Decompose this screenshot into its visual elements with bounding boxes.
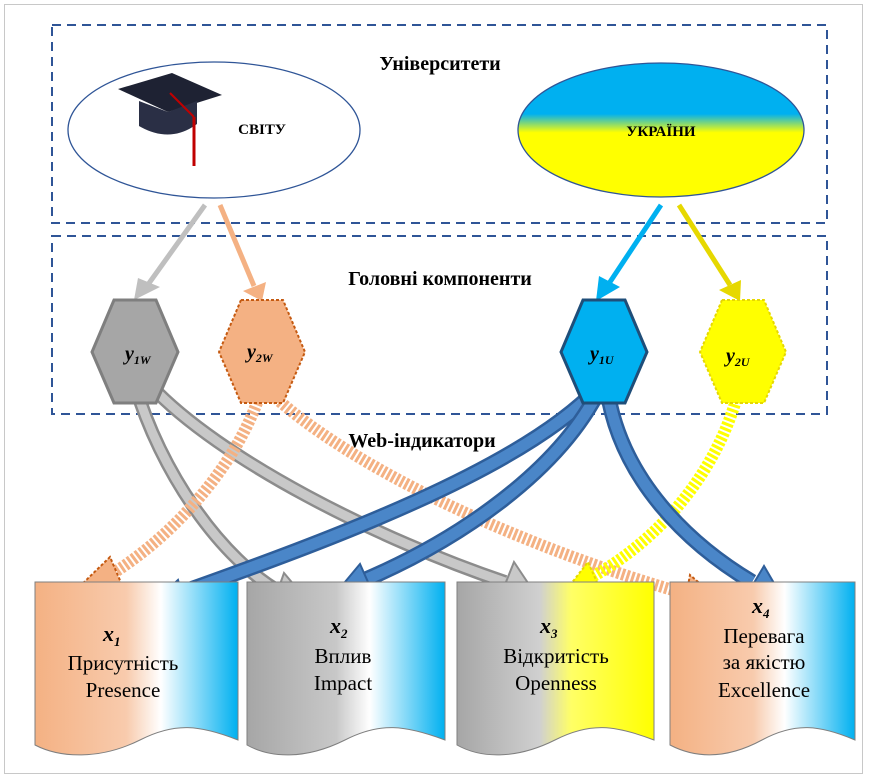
connector-ukraine-y2u-head <box>719 280 741 301</box>
universities-title: Університети <box>379 53 500 75</box>
connector-ukraine-y2u <box>676 203 733 287</box>
ukraine-label: УКРАЇНИ <box>626 124 695 140</box>
svg-text:y2U: y2U <box>724 345 751 369</box>
universities-region <box>51 24 828 224</box>
world-label: СВІТУ <box>238 122 286 138</box>
connector-ukraine-y1u <box>605 203 664 287</box>
indicator-x4: x4 Перевага за якістю Excellence <box>669 581 856 756</box>
svg-text:Вплив: Вплив <box>315 644 372 668</box>
connector-world-y1w <box>144 203 208 288</box>
world-ellipse <box>67 61 361 199</box>
indicators-title: Web-індикатори <box>348 430 495 452</box>
svg-text:Перевага: Перевага <box>723 624 805 648</box>
component-y1w: y1W <box>90 298 180 405</box>
connectors <box>134 203 741 301</box>
svg-text:Openness: Openness <box>515 671 597 695</box>
svg-text:x3: x3 <box>539 613 558 641</box>
component-y1u: y1U <box>559 298 649 405</box>
components-region <box>51 235 828 415</box>
connector-world-y1w-head <box>134 278 160 300</box>
indicator-x1: x1 Присутність Presence <box>34 581 239 756</box>
svg-text:Excellence: Excellence <box>718 678 810 702</box>
components-title: Головні компоненти <box>348 268 532 290</box>
svg-text:Присутність: Присутність <box>68 651 179 675</box>
svg-text:y1W: y1W <box>123 343 152 367</box>
svg-text:y2W: y2W <box>245 341 274 365</box>
arrows-y1w <box>128 380 540 613</box>
connector-world-y2w-head <box>243 282 266 301</box>
indicator-x3: x3 Відкритість Openness <box>456 581 655 756</box>
svg-text:x4: x4 <box>751 593 770 621</box>
svg-text:x1: x1 <box>102 621 121 649</box>
svg-text:за якістю: за якістю <box>723 650 806 674</box>
graduation-cap-icon <box>118 73 222 166</box>
component-y2w: y2W <box>217 299 307 404</box>
arrow-y2w-x1 <box>111 386 268 578</box>
indicator-x2: x2 Вплив Impact <box>246 581 446 756</box>
component-y2u: y2U <box>698 299 788 404</box>
arrow-y2w-x4 <box>260 383 692 601</box>
svg-text:Відкритість: Відкритість <box>503 644 609 668</box>
svg-text:Impact: Impact <box>314 671 372 695</box>
svg-text:x2: x2 <box>329 613 348 641</box>
arrow-y2u-x3 <box>587 383 746 584</box>
connector-ukraine-y1u-head <box>596 276 620 301</box>
ukraine-ellipse <box>517 62 805 198</box>
svg-text:Presence: Presence <box>86 678 161 702</box>
connector-world-y2w <box>217 204 257 287</box>
svg-text:y1U: y1U <box>588 343 615 367</box>
